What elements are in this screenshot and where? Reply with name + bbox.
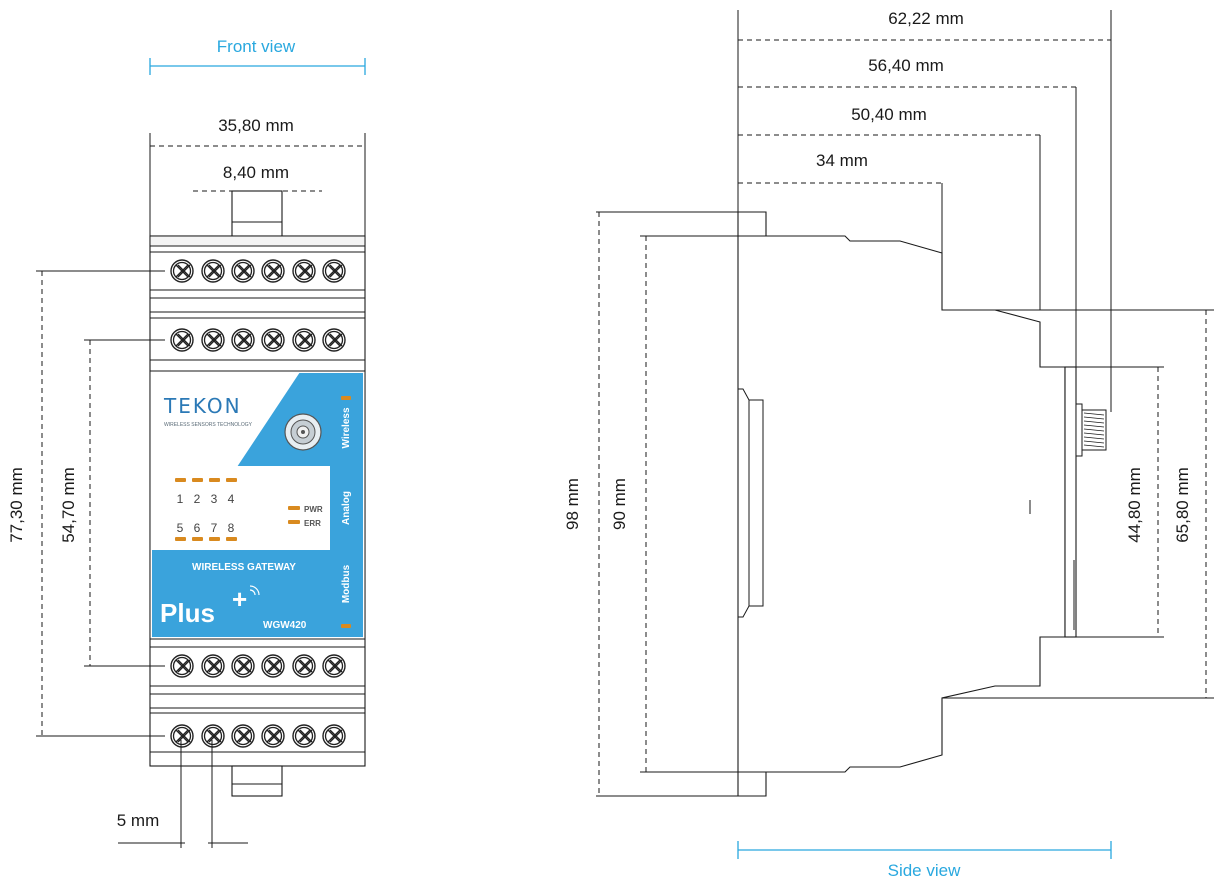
product-plus-sup: + [232, 584, 247, 614]
terminal-screw-icon [231, 724, 255, 748]
terminal-strip-bottom-inner [150, 646, 365, 695]
antenna-thread-line [1083, 420, 1105, 424]
dim-terminal-pitch: 5 mm [117, 811, 160, 830]
terminal-screw-icon [170, 654, 194, 678]
antenna-thread-line [1083, 432, 1105, 436]
brand-logo: TEKON [163, 394, 242, 418]
analog-led-label: 7 [211, 521, 218, 535]
terminal-screw-icon [261, 654, 285, 678]
analog-led-label: 8 [228, 521, 235, 535]
analog-leds: 1 2 3 4 5 6 7 8 [175, 478, 237, 541]
antenna-thread-line [1083, 436, 1105, 440]
product-name: Plus [160, 598, 215, 628]
analog-led-label: 2 [194, 492, 201, 506]
front-view: Front view 35,80 mm 8,40 mm [7, 37, 366, 848]
terminal-screw-icon [322, 654, 346, 678]
dim-side-depth-connector: 56,40 mm [868, 56, 944, 75]
dim-front-width: 35,80 mm [218, 116, 294, 135]
front-bottom-clip [231, 765, 283, 797]
side-din-rail-recess [738, 388, 764, 618]
dim-side-depth-body: 34 mm [816, 151, 868, 170]
analog-led-label: 6 [194, 521, 201, 535]
terminal-screw-icon [322, 724, 346, 748]
dim-front-inner-height: 54,70 mm [59, 467, 78, 543]
terminal-screw-icon [292, 724, 316, 748]
side-view: 62,22 mm 56,40 mm 50,40 mm 34 mm [563, 9, 1214, 880]
terminal-screw-icon [231, 328, 255, 352]
antenna-connector-icon [284, 413, 322, 451]
antenna-thread-line [1083, 444, 1105, 448]
analog-led-label: 1 [177, 492, 184, 506]
antenna-thread-line [1083, 440, 1105, 444]
terminal-screw-icon [231, 259, 255, 283]
terminal-screw-icon [231, 654, 255, 678]
terminal-screw-icon [292, 654, 316, 678]
terminal-screw-icon [201, 259, 225, 283]
label-analog: Analog [341, 491, 352, 525]
led-wireless [341, 396, 351, 400]
terminal-screw-icon [170, 259, 194, 283]
terminal-screws-row-4 [170, 724, 346, 748]
dim-side-height-total: 98 mm [563, 478, 582, 530]
terminal-screw-icon [201, 654, 225, 678]
dim-side-depth-antenna: 62,22 mm [888, 9, 964, 28]
led-pwr [288, 506, 300, 510]
label-err: ERR [304, 519, 321, 528]
terminal-strip-top-outer [149, 235, 366, 299]
terminal-screw-icon [292, 259, 316, 283]
front-top-clip [231, 190, 283, 238]
antenna-thread-line [1083, 424, 1105, 428]
dim-side-depth-front: 50,40 mm [851, 105, 927, 124]
panel-blue-bottom [152, 550, 363, 637]
analog-led-label: 5 [177, 521, 184, 535]
terminal-strip-bottom-outer [150, 707, 365, 753]
analog-led-label: 3 [211, 492, 218, 506]
label-wireless: Wireless [341, 407, 352, 448]
terminal-screw-icon [170, 724, 194, 748]
label-modbus: Modbus [341, 564, 352, 603]
terminal-screw-icon [322, 259, 346, 283]
dim-side-height-front: 44,80 mm [1125, 467, 1144, 543]
side-view-title: Side view [888, 861, 961, 880]
dim-front-clip-width: 8,40 mm [223, 163, 289, 182]
brand-tagline: WIRELESS SENSORS TECHNOLOGY [164, 422, 253, 428]
terminal-screw-icon [201, 724, 225, 748]
terminal-screw-icon [292, 328, 316, 352]
product-line: WIRELESS GATEWAY [192, 562, 296, 573]
dim-front-outer-height: 77,30 mm [7, 467, 26, 543]
terminal-screws-row-2 [170, 328, 346, 352]
terminal-screws-row-3 [170, 654, 346, 678]
led-modbus [341, 624, 351, 628]
terminal-screw-icon [261, 259, 285, 283]
terminal-screw-icon [261, 724, 285, 748]
front-view-title: Front view [217, 37, 296, 56]
side-enclosure-profile [737, 211, 1066, 797]
antenna-thread-line [1083, 412, 1105, 416]
terminal-screw-icon [322, 328, 346, 352]
dim-side-height-step: 65,80 mm [1173, 467, 1192, 543]
wifi-signal-icon [249, 585, 260, 596]
terminal-screw-icon [201, 328, 225, 352]
antenna-thread-line [1083, 428, 1105, 432]
label-pwr: PWR [304, 505, 323, 514]
antenna-thread-line [1083, 416, 1105, 420]
led-err [288, 520, 300, 524]
product-model: WGW420 [263, 620, 307, 631]
dim-side-height-body: 90 mm [610, 478, 629, 530]
analog-led-label: 4 [228, 492, 235, 506]
terminal-screw-icon [170, 328, 194, 352]
terminal-screws-row-1 [170, 259, 346, 283]
side-antenna-connector-icon [1075, 403, 1107, 457]
terminal-strip-top-inner [150, 311, 365, 361]
terminal-screw-icon [261, 328, 285, 352]
